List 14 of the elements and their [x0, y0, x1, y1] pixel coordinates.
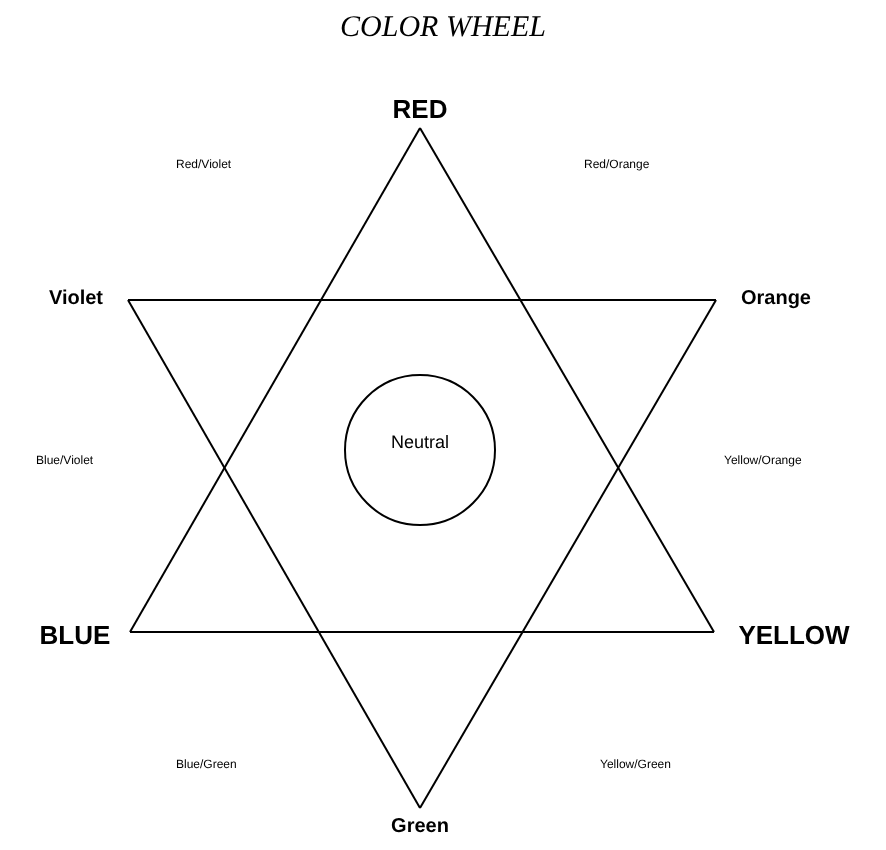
triangle-side [129, 631, 715, 633]
title: COLOR WHEEL [338, 9, 548, 47]
color-label: Violet [24, 280, 128, 316]
color-label: Green [370, 808, 470, 844]
neutral-circle: Neutral [344, 374, 496, 526]
triangle-side [127, 299, 421, 809]
color-label: YELLOW [714, 614, 874, 654]
triangle-side [419, 127, 715, 633]
triangle-side [419, 299, 717, 809]
triangle-side [127, 299, 717, 301]
color-label: BLUE [20, 614, 130, 654]
color-label: Orange [716, 280, 836, 316]
triangle-side [129, 127, 421, 633]
color-label: RED [380, 88, 460, 128]
